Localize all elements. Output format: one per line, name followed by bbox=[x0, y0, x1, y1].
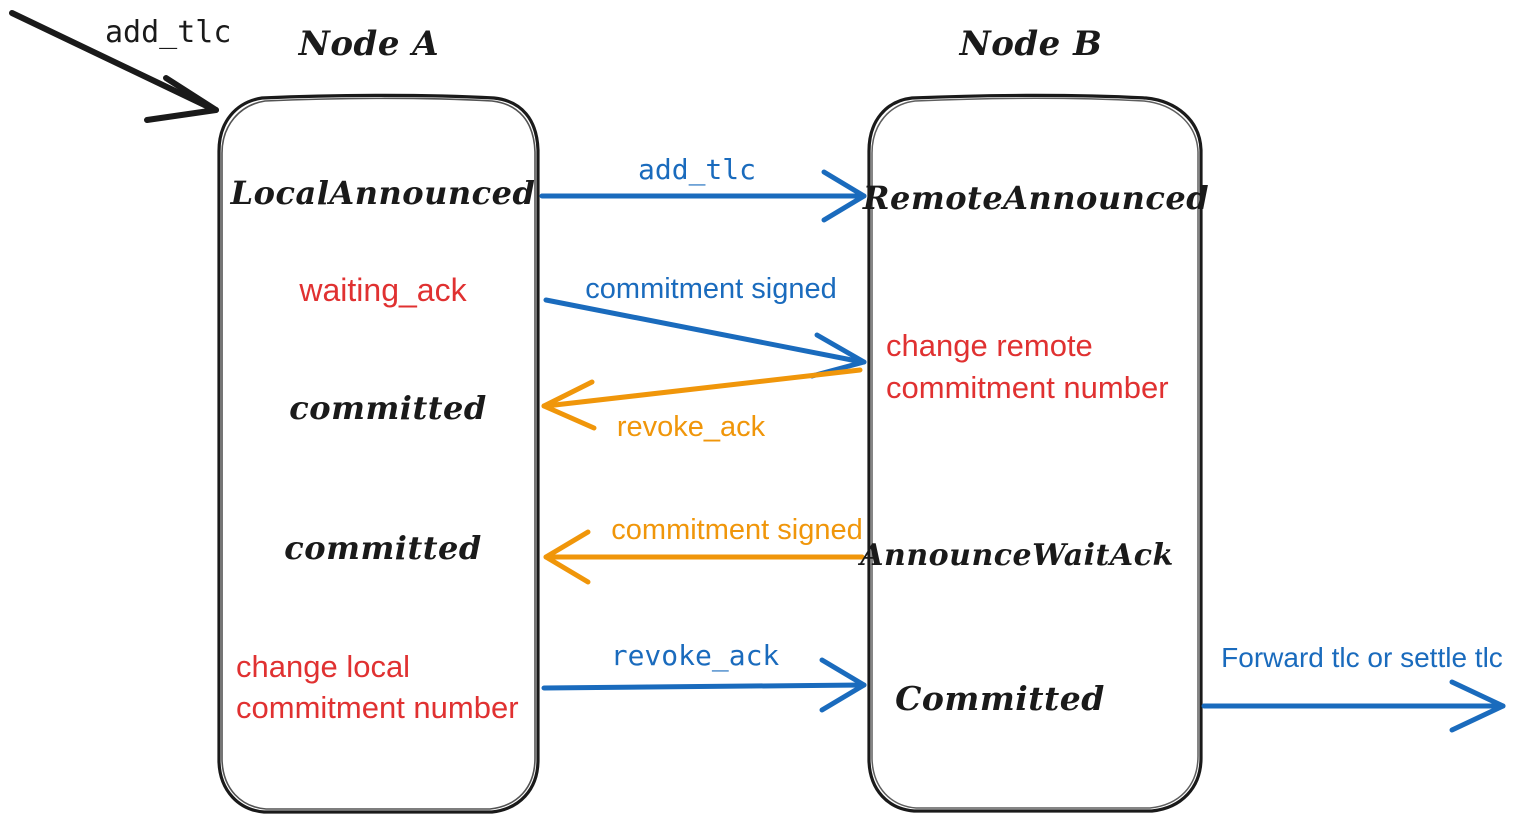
external-add-tlc-label: add_tlc bbox=[105, 15, 232, 50]
arrow-add-tlc bbox=[539, 169, 867, 223]
state-committed-1: committed bbox=[289, 389, 487, 427]
arrow-commitment-signed-2-label: commitment signed bbox=[611, 514, 863, 546]
arrow-add-tlc-label: add_tlc bbox=[637, 153, 757, 186]
arrow-external-add-tlc bbox=[9, 10, 219, 123]
state-change-local-line2: commitment number bbox=[236, 690, 519, 725]
state-change-local-line1: change local bbox=[236, 649, 411, 684]
arrow-revoke-ack-2 bbox=[541, 657, 867, 713]
node-a-title: Node A bbox=[298, 24, 440, 64]
node-a-box bbox=[217, 93, 540, 814]
arrow-commitment-signed-1 bbox=[543, 297, 867, 379]
arrow-revoke-ack-1-label: revoke_ack bbox=[616, 411, 766, 443]
arrow-commitment-signed-1-label: commitment signed bbox=[585, 273, 837, 305]
arrow-commitment-signed-2 bbox=[543, 529, 865, 585]
arrow-forward-tlc-label: Forward tlc or settle tlc bbox=[1221, 642, 1503, 673]
state-announce-wait-ack: AnnounceWaitAck bbox=[860, 538, 1174, 573]
state-waiting-ack: waiting_ack bbox=[299, 272, 467, 308]
state-committed-2: committed bbox=[284, 529, 482, 567]
node-b-box bbox=[867, 93, 1203, 813]
arrow-forward-tlc bbox=[1201, 679, 1506, 733]
state-local-announced: LocalAnnounced bbox=[230, 174, 536, 212]
node-b-title: Node B bbox=[959, 24, 1103, 64]
arrow-revoke-ack-2-label: revoke_ack bbox=[610, 639, 780, 672]
state-committed-b: Committed bbox=[895, 679, 1105, 718]
state-change-remote-line2: commitment number bbox=[886, 370, 1169, 405]
state-remote-announced: RemoteAnnounced bbox=[862, 179, 1210, 217]
arrow-revoke-ack-1 bbox=[541, 367, 863, 431]
state-change-remote-line1: change remote bbox=[886, 328, 1093, 363]
